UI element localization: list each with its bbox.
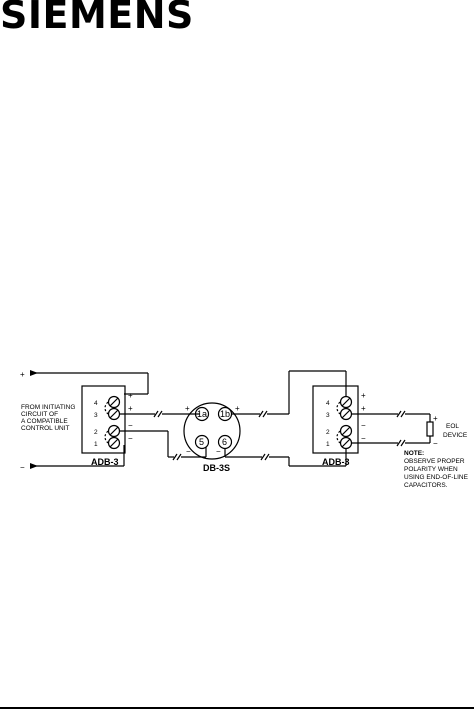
note-title: NOTE: [404, 450, 424, 457]
from-text-1: FROM INITIATING [21, 404, 75, 411]
input-plus-label: + [20, 370, 25, 379]
eol-device [426, 421, 434, 437]
pin-1a: 1a [197, 409, 207, 419]
from-text-3: A COMPATIBLE [21, 418, 68, 425]
left-terminal-3: 3 [94, 412, 98, 419]
left-polarity-1: − [128, 434, 133, 443]
det-plus-left: + [185, 404, 190, 413]
eol-minus: − [433, 439, 438, 448]
det-minus-right: − [216, 447, 221, 456]
right-adb3-label: ADB-3 [322, 457, 350, 467]
eol-label-2: DEVICE [443, 432, 468, 439]
left-terminal-1: 1 [94, 441, 98, 448]
right-terminal-3: 3 [326, 412, 330, 419]
pin-1b: 1b [220, 409, 230, 419]
from-text-2: CIRCUIT OF [21, 411, 58, 418]
left-terminal-2: 2 [94, 429, 98, 436]
right-adb3-box [312, 385, 359, 454]
eol-plus: + [433, 414, 438, 423]
db3s-base [183, 402, 241, 460]
right-terminal-1: 1 [326, 441, 330, 448]
siemens-logo: SIEMENS [0, 0, 194, 37]
right-polarity-4: + [361, 391, 366, 400]
right-polarity-1: − [361, 434, 366, 443]
db3s-label: DB-3S [203, 463, 230, 473]
pin-6: 6 [222, 437, 227, 447]
left-polarity-2: − [128, 421, 133, 430]
det-plus-right: + [235, 404, 240, 413]
left-polarity-3: + [128, 404, 133, 413]
right-polarity-2: − [361, 421, 366, 430]
right-polarity-3: + [361, 404, 366, 413]
from-text-4: CONTROL UNIT [21, 425, 70, 432]
bottom-divider [0, 707, 474, 709]
note-line-2: POLARITY WHEN [404, 466, 458, 473]
note-line-3: USING END-OF-LINE [404, 474, 469, 481]
right-terminal-4: 4 [326, 400, 330, 407]
left-polarity-4: + [128, 391, 133, 400]
det-minus-left: − [186, 447, 191, 456]
left-adb3-label: ADB-3 [91, 457, 119, 467]
left-terminal-4: 4 [94, 400, 98, 407]
left-adb3-box [81, 385, 126, 454]
note-line-4: CAPACITORS. [404, 482, 448, 489]
wiring-diagram: + − FROM INITIATING CIRCUIT OF A COMPATI… [20, 370, 469, 489]
input-minus-label: − [20, 463, 25, 472]
right-terminal-2: 2 [326, 429, 330, 436]
eol-label-1: EOL [446, 423, 459, 430]
note-line-1: OBSERVE PROPER [404, 458, 465, 465]
pin-5: 5 [199, 437, 204, 447]
